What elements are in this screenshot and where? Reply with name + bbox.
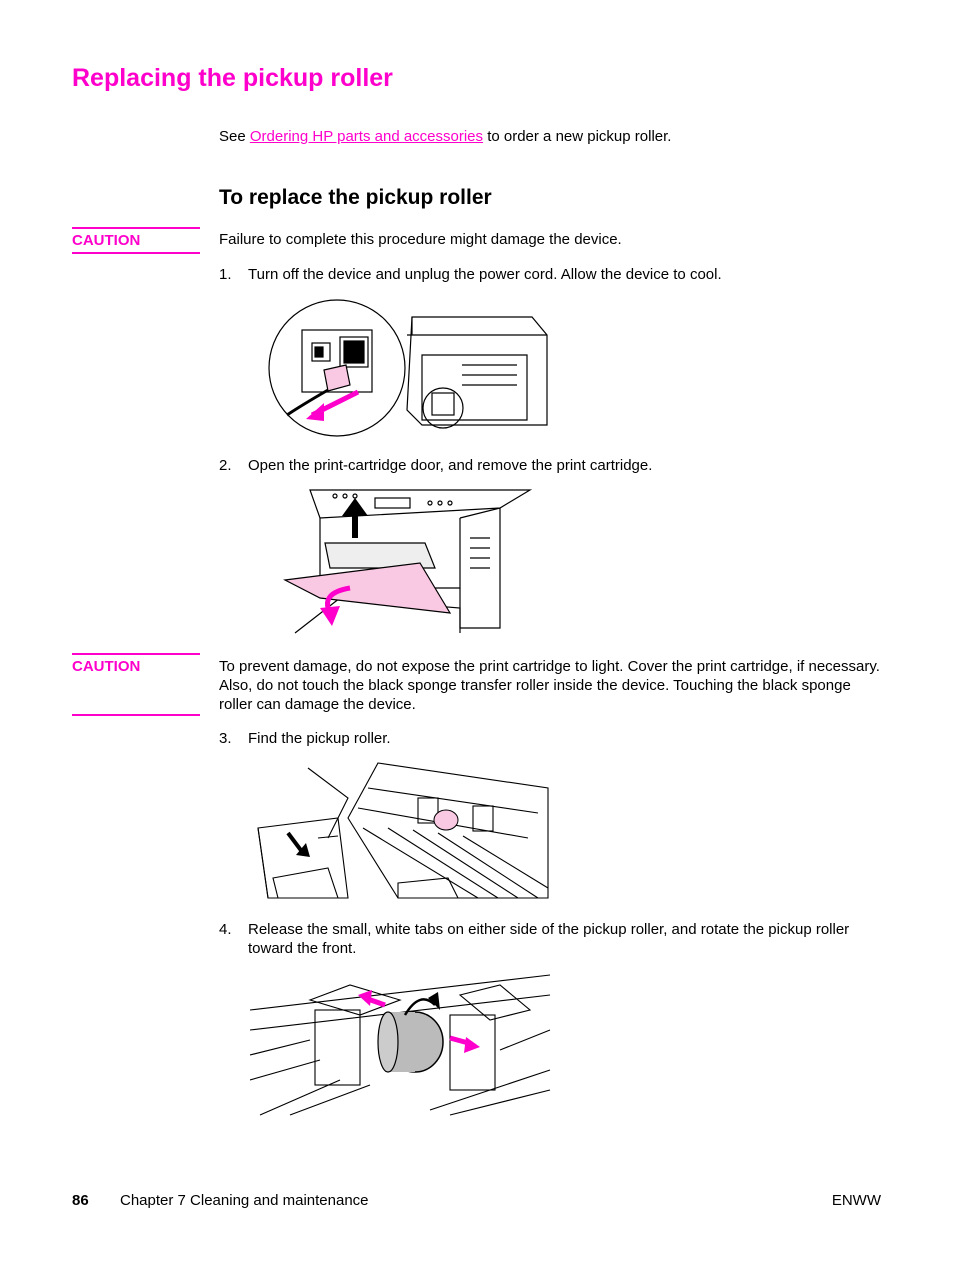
step-number: 3. [219,730,232,747]
page-number: 86 [72,1192,89,1209]
caution-text-1: Failure to complete this procedure might… [219,231,622,248]
section-heading: To replace the pickup roller [219,186,492,209]
page-title: Replacing the pickup roller [72,64,393,92]
step-3: 3. Find the pickup roller. [219,729,889,748]
unplug-power-cord-illustration [268,299,548,437]
caution-label-1: CAUTION [72,232,141,249]
footer-chapter: Chapter 7 Cleaning and maintenance [120,1192,369,1209]
caution-text-2: To prevent damage, do not expose the pri… [219,658,880,713]
caution-label-2: CAUTION [72,658,141,675]
intro-paragraph: See Ordering HP parts and accessories to… [219,127,671,146]
step-text: Turn off the device and unplug the power… [248,266,722,283]
footer-code: ENWW [831,1192,881,1209]
step-number: 4. [219,921,232,938]
caution-block-1: CAUTION [72,227,200,254]
step-number: 2. [219,457,232,474]
ordering-parts-link[interactable]: Ordering HP parts and accessories [249,128,484,145]
caution-bottom-rule-2 [72,714,200,716]
find-pickup-roller-illustration [257,762,549,899]
step-text: Release the small, white tabs on either … [248,921,850,957]
caution-block-2: CAUTION [72,653,200,675]
step-2: 2. Open the print-cartridge door, and re… [219,456,889,475]
remove-print-cartridge-illustration [283,489,533,634]
step-4: 4. Release the small, white tabs on eith… [219,920,889,958]
intro-suffix: to order a new pickup roller. [483,128,672,145]
step-number: 1. [219,266,232,283]
intro-prefix: See [219,128,250,145]
step-text: Open the print-cartridge door, and remov… [248,457,653,474]
release-tabs-rotate-roller-illustration [250,974,551,1116]
caution-bottom-rule-1 [72,252,200,254]
step-1: 1. Turn off the device and unplug the po… [219,265,889,284]
step-text: Find the pickup roller. [248,730,391,747]
